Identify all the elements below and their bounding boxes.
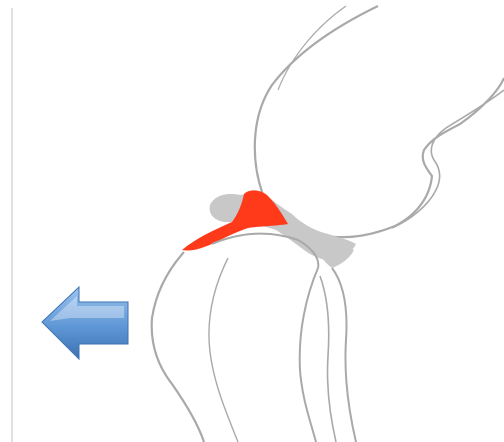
femur-bone	[255, 6, 504, 237]
fibula-inner	[320, 276, 336, 442]
tibia-ridge	[209, 258, 238, 442]
arrow-shape	[42, 287, 128, 359]
arrow-left-icon	[42, 287, 128, 359]
femur-shadow-line	[278, 6, 346, 90]
tibia-bone	[152, 252, 204, 442]
femur-bone-inner	[392, 90, 504, 228]
tibia-shaft	[300, 268, 318, 442]
fibula-bone	[332, 268, 356, 442]
